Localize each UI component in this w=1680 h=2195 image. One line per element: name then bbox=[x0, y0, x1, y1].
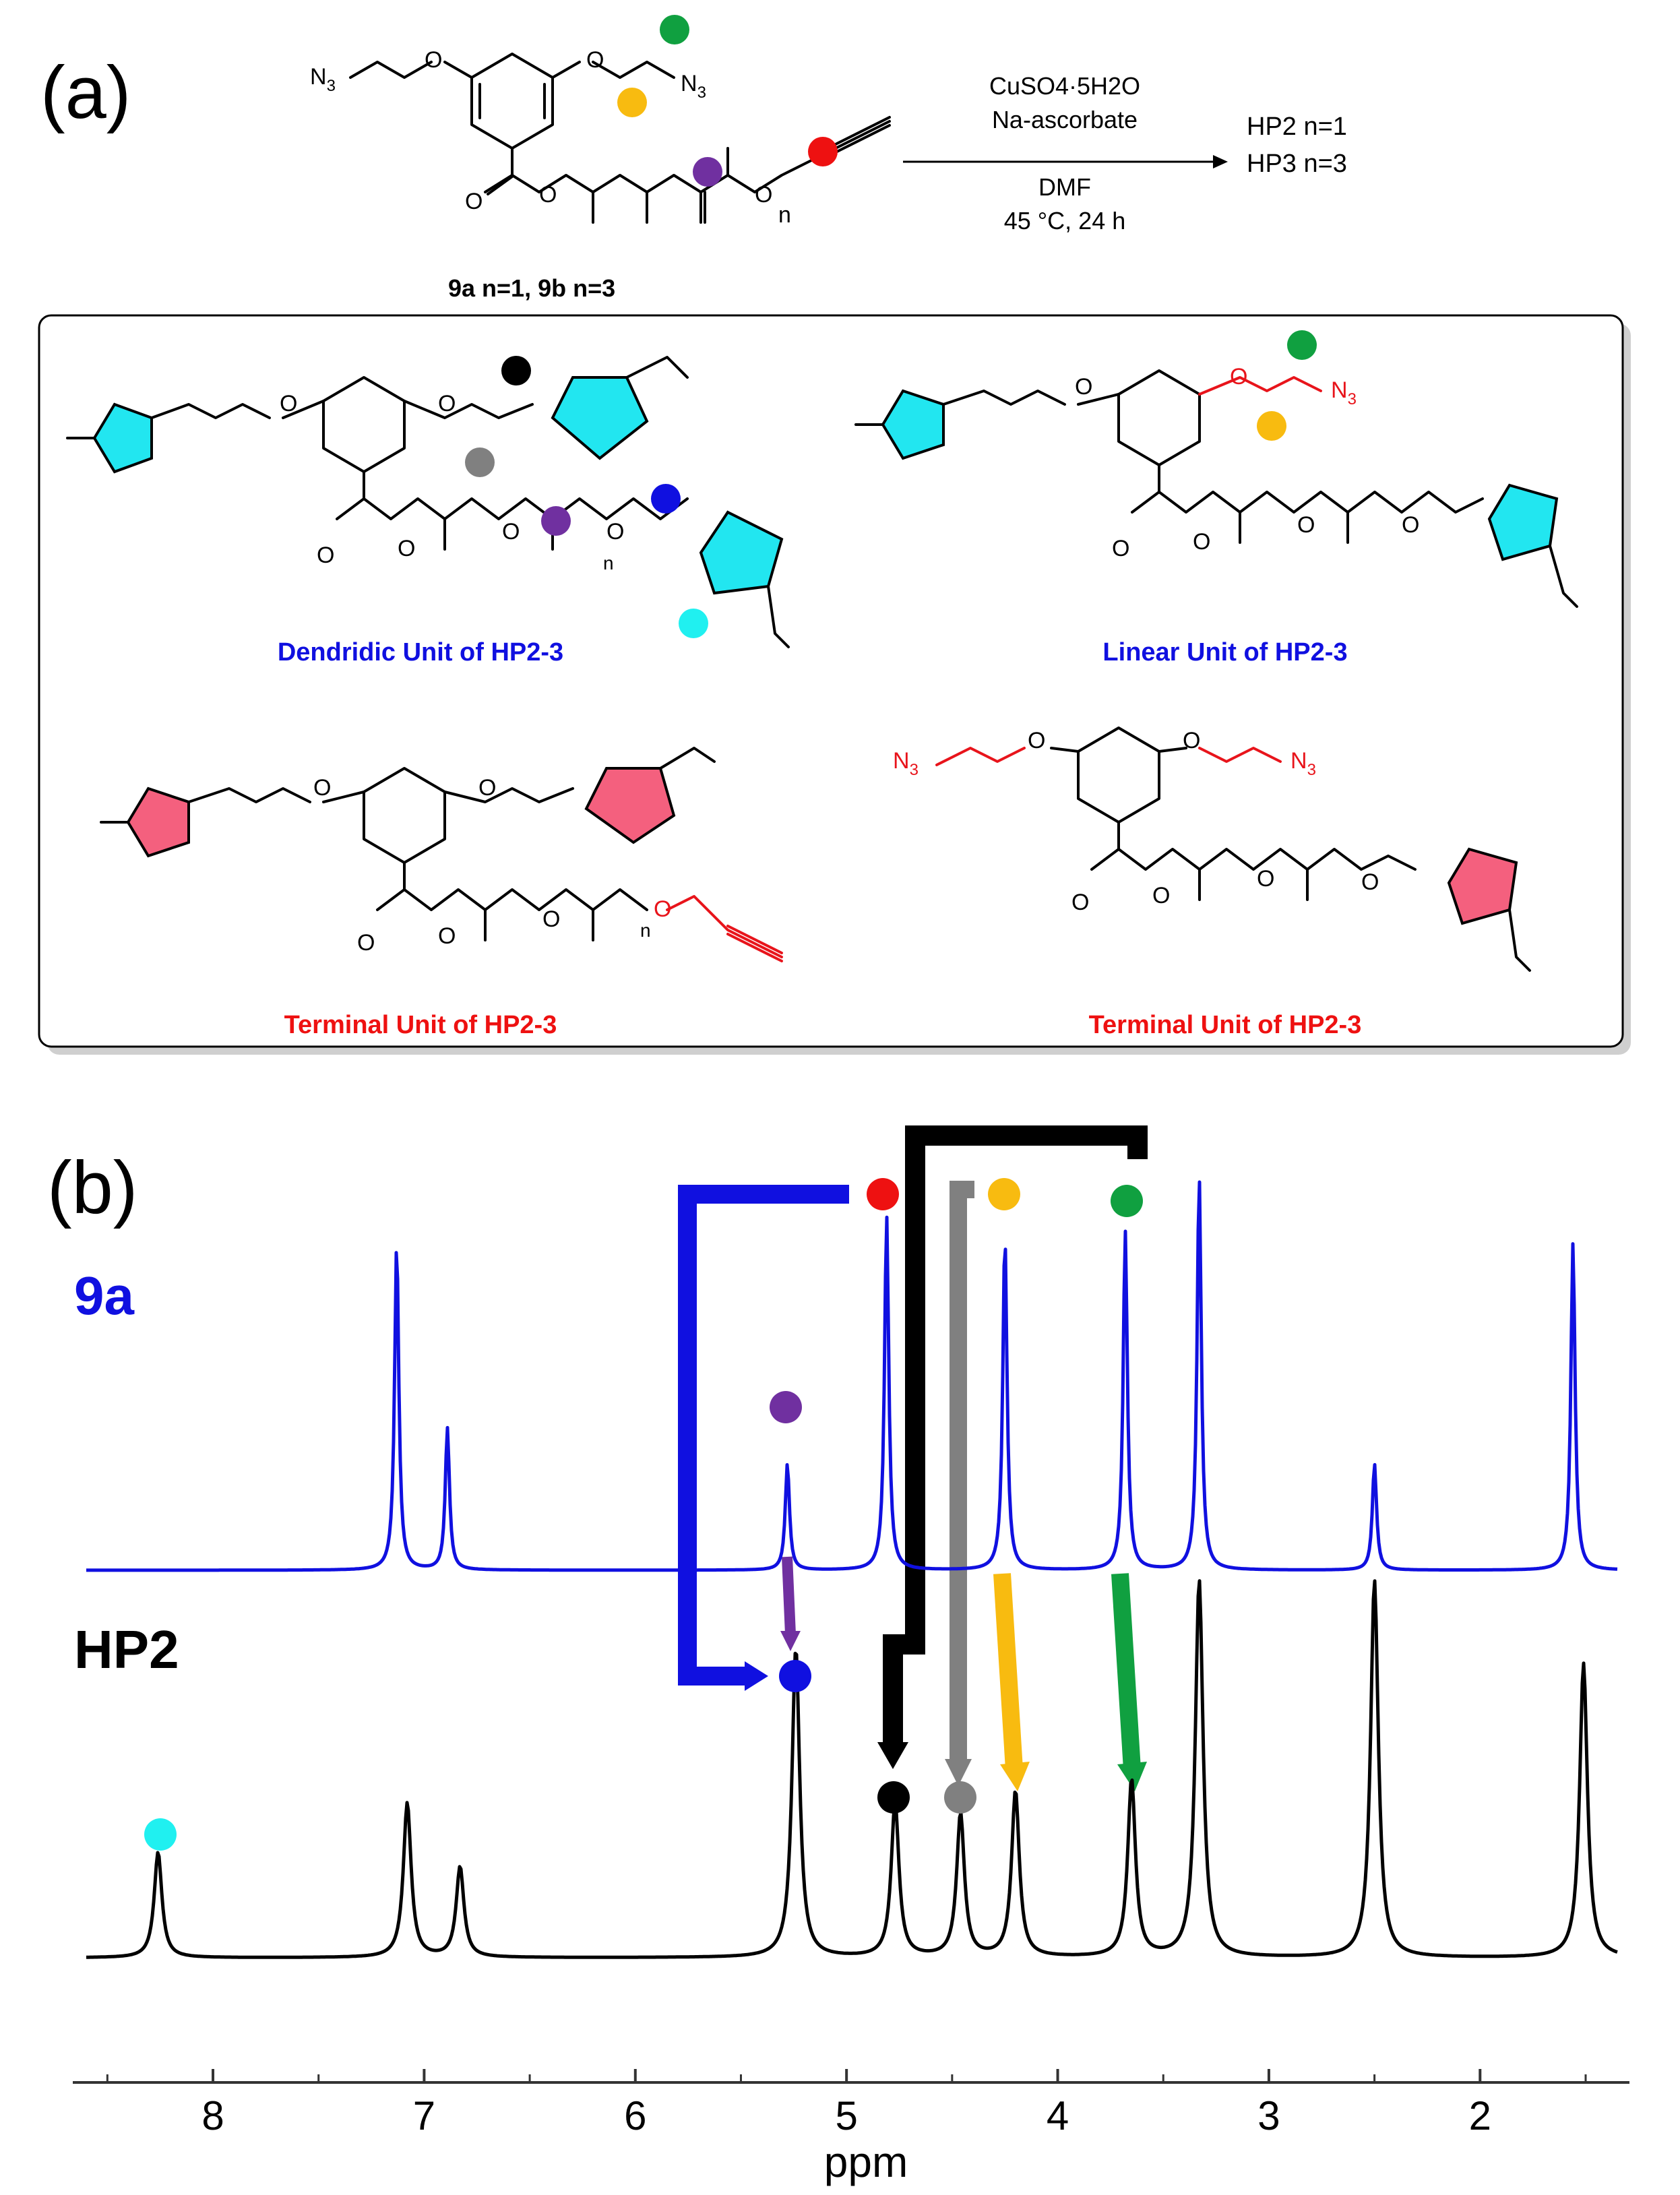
svg-text:O: O bbox=[438, 391, 456, 416]
x-tick-label: 3 bbox=[1257, 2093, 1280, 2138]
unit-label-terminal-1: Terminal Unit of HP2-3 bbox=[284, 1011, 557, 1039]
product-hp3: HP3 n=3 bbox=[1247, 150, 1347, 178]
svg-text:n: n bbox=[603, 553, 614, 574]
svg-text:O: O bbox=[280, 391, 297, 416]
svg-text:O: O bbox=[465, 189, 483, 214]
arrow-orange-to-gray bbox=[950, 1181, 974, 1762]
arrow-orange-shift bbox=[993, 1573, 1023, 1770]
svg-text:O: O bbox=[1183, 728, 1200, 753]
arrow-orange-to-gray-head bbox=[945, 1759, 972, 1786]
svg-text:O: O bbox=[1152, 883, 1170, 908]
svg-text:O: O bbox=[654, 896, 671, 922]
svg-text:O: O bbox=[755, 182, 772, 208]
svg-text:O: O bbox=[1071, 890, 1089, 915]
svg-text:O: O bbox=[586, 47, 604, 73]
svg-text:O: O bbox=[1361, 869, 1379, 895]
reagent-line1: CuSO4·5H2O bbox=[989, 72, 1140, 100]
marker-purple-dend bbox=[541, 506, 571, 536]
marker-red-a bbox=[808, 137, 838, 166]
starting-material-structure: O O N3 N3 O O n O bbox=[310, 47, 891, 228]
x-axis: 8 7 6 5 4 3 2 bbox=[73, 2069, 1629, 2138]
svg-text:O: O bbox=[438, 923, 456, 949]
svg-text:O: O bbox=[1297, 512, 1315, 538]
marker-green-a bbox=[660, 15, 689, 44]
svg-text:N3: N3 bbox=[681, 71, 706, 102]
peak-marker-black bbox=[877, 1781, 910, 1814]
peak-marker-gray bbox=[944, 1781, 976, 1814]
trace-label-hp2: HP2 bbox=[74, 1619, 179, 1679]
marker-green-lin bbox=[1287, 330, 1317, 360]
arrow-purple-shift bbox=[782, 1556, 796, 1635]
svg-text:O: O bbox=[398, 536, 415, 561]
unit-label-terminal-2: Terminal Unit of HP2-3 bbox=[1089, 1011, 1362, 1039]
terminal-unit-2-structure: N3 O O N3 O O O O bbox=[893, 726, 1531, 972]
marker-purple-a bbox=[693, 157, 722, 187]
svg-text:O: O bbox=[1112, 536, 1129, 561]
svg-text:O: O bbox=[357, 930, 375, 956]
svg-text:O: O bbox=[542, 906, 560, 932]
peak-marker-blue bbox=[779, 1660, 811, 1692]
reagent-line2: Na-ascorbate bbox=[992, 106, 1138, 133]
svg-text:N3: N3 bbox=[310, 64, 336, 95]
svg-text:O: O bbox=[606, 519, 624, 545]
dendritic-unit-structure: O O O O O O n bbox=[66, 356, 790, 648]
unit-label-linear: Linear Unit of HP2-3 bbox=[1102, 638, 1347, 667]
peak-marker-red bbox=[867, 1178, 899, 1210]
peak-marker-orange bbox=[988, 1178, 1020, 1210]
trace-label-9a: 9a bbox=[74, 1266, 134, 1326]
product-hp2: HP2 n=1 bbox=[1247, 113, 1347, 141]
trace-9a bbox=[86, 1180, 1618, 1572]
trace-hp2 bbox=[86, 1579, 1618, 1959]
svg-text:O: O bbox=[478, 775, 496, 801]
arrow-green-shift-head bbox=[1117, 1762, 1147, 1791]
arrow-red-to-blue bbox=[678, 1185, 849, 1686]
arrow-red-to-blue-head bbox=[745, 1661, 768, 1691]
peak-marker-cyan bbox=[144, 1818, 177, 1851]
starting-material-label: 9a n=1, 9b n=3 bbox=[448, 274, 615, 302]
marker-orange-lin bbox=[1257, 411, 1286, 441]
x-tick-label: 4 bbox=[1047, 2093, 1069, 2138]
svg-text:O: O bbox=[1402, 512, 1419, 538]
panel-b-label: (b) bbox=[47, 1146, 137, 1229]
svg-text:O: O bbox=[317, 543, 334, 568]
terminal-unit-1-structure: O O O O O n O bbox=[100, 747, 783, 962]
svg-text:O: O bbox=[1075, 374, 1092, 400]
x-tick-label: 6 bbox=[624, 2093, 646, 2138]
arrow-green-to-black bbox=[883, 1125, 1148, 1745]
svg-text:O: O bbox=[1230, 364, 1247, 390]
svg-text:n: n bbox=[778, 202, 791, 228]
panel-a-label: (a) bbox=[40, 51, 131, 134]
x-tick-label: 5 bbox=[835, 2093, 857, 2138]
svg-text:O: O bbox=[1193, 529, 1210, 555]
arrow-green-to-black-head bbox=[877, 1742, 908, 1769]
arrow-purple-shift-head bbox=[780, 1631, 801, 1651]
marker-gray-dend bbox=[465, 447, 495, 477]
marker-orange-a bbox=[617, 88, 647, 117]
marker-cyan-dend bbox=[679, 609, 708, 638]
svg-text:O: O bbox=[502, 519, 520, 545]
svg-text:O: O bbox=[1257, 866, 1274, 892]
arrow-green-shift bbox=[1111, 1573, 1141, 1770]
svg-text:O: O bbox=[313, 775, 331, 801]
units-box bbox=[38, 314, 1624, 1048]
svg-text:O: O bbox=[1028, 728, 1045, 753]
solvent-label: DMF bbox=[1038, 173, 1091, 201]
x-tick-label: 8 bbox=[201, 2093, 224, 2138]
peak-marker-green bbox=[1111, 1185, 1143, 1217]
x-axis-title: ppm bbox=[824, 2138, 908, 2186]
svg-text:n: n bbox=[640, 920, 651, 941]
unit-label-dendritic: Dendridic Unit of HP2-3 bbox=[278, 638, 563, 667]
correlation-arrows bbox=[678, 1125, 1148, 1791]
conditions-label: 45 °C, 24 h bbox=[1004, 207, 1126, 235]
reaction-arrow bbox=[903, 155, 1228, 168]
svg-text:O: O bbox=[539, 182, 557, 208]
x-tick-label: 2 bbox=[1469, 2093, 1491, 2138]
marker-blue-dend bbox=[651, 484, 681, 514]
x-tick-label: 7 bbox=[413, 2093, 435, 2138]
marker-black-dend bbox=[501, 356, 531, 385]
svg-text:O: O bbox=[425, 47, 442, 73]
arrow-orange-shift-head bbox=[1000, 1762, 1030, 1791]
peak-marker-purple bbox=[770, 1391, 802, 1423]
